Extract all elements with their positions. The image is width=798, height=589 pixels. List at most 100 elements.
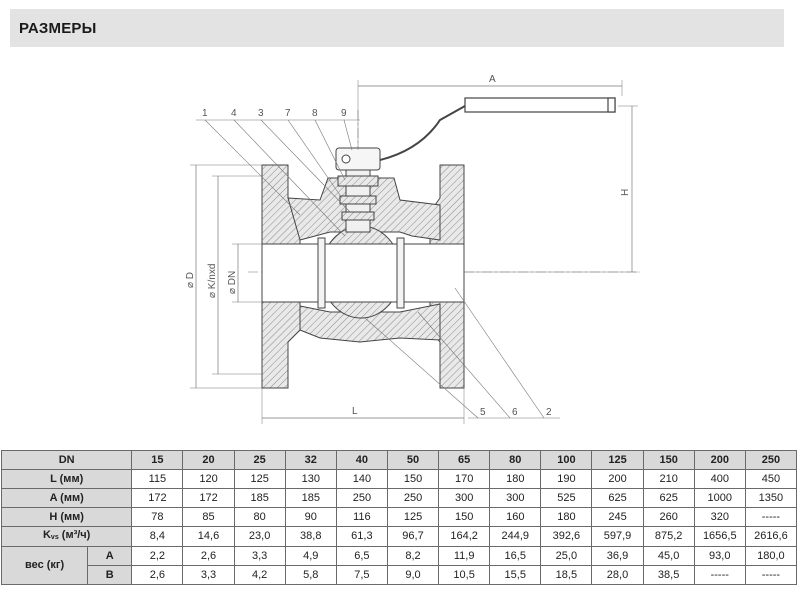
table-cell: 2,6 [182, 546, 235, 566]
dim-dn-label: DN [227, 271, 238, 285]
dn-cell: 125 [591, 450, 644, 470]
table-cell: 185 [233, 488, 286, 508]
table-cell: 125 [233, 469, 286, 489]
valve-drawing: A H L ⌀ D ⌀ K/nxd ⌀ DN 1 4 3 7 8 9 5 6 2 [185, 74, 640, 424]
callout-7: 7 [285, 108, 291, 119]
callout-5: 5 [480, 407, 486, 418]
table-cell: 90 [284, 507, 337, 527]
table-row: вес (кг) A 2,2 2,6 3,3 4,9 6,5 8,2 11,9 … [0, 546, 798, 585]
table-cell: 875,2 [642, 526, 695, 547]
table-cell: 4,2 [233, 565, 286, 585]
table-cell: 6,5 [335, 546, 388, 566]
table-cell: 170 [438, 469, 491, 489]
table-cell: ----- [744, 565, 798, 585]
table-cell: 260 [642, 507, 695, 527]
dn-cell: 200 [693, 450, 746, 470]
table-cell: 115 [131, 469, 184, 489]
table-cell: 130 [284, 469, 337, 489]
table-cell: 150 [438, 507, 491, 527]
weight-label: вес (кг) [0, 546, 89, 585]
table-cell: 625 [591, 488, 644, 508]
dim-a-label: A [489, 74, 496, 85]
table-cell: ----- [693, 565, 746, 585]
svg-text:⌀ K/nxd: ⌀ K/nxd [207, 264, 218, 298]
table-cell: 2,2 [131, 546, 184, 566]
table-cell: 597,9 [591, 526, 644, 547]
dim-h-label: H [620, 189, 631, 196]
row-label: L (мм) [0, 469, 133, 489]
table-cell: 18,5 [540, 565, 593, 585]
callout-1: 1 [202, 108, 208, 119]
dn-cell: 250 [744, 450, 798, 470]
dim-d-label: D [185, 272, 196, 279]
table-cell: 180,0 [744, 546, 798, 566]
dn-cell: 80 [489, 450, 542, 470]
table-cell: 2616,6 [744, 526, 798, 547]
table-cell: ----- [744, 507, 798, 527]
dn-cell: 40 [335, 450, 388, 470]
table-cell: 38,8 [284, 526, 337, 547]
table-cell: 125 [386, 507, 440, 527]
row-label: H (мм) [0, 507, 133, 527]
callout-2: 2 [546, 407, 552, 418]
table-cell: 15,5 [489, 565, 542, 585]
table-cell: 85 [182, 507, 235, 527]
table-cell: 8,2 [386, 546, 440, 566]
table-cell: 525 [540, 488, 593, 508]
dimensions-table: DN 15 20 25 32 40 50 65 80 100 125 150 2… [0, 450, 798, 585]
table-cell: 400 [693, 469, 746, 489]
table-cell: 1350 [744, 488, 798, 508]
dn-cell: 50 [386, 450, 440, 470]
dn-cell: 20 [182, 450, 235, 470]
svg-text:⌀ D: ⌀ D [185, 272, 196, 288]
table-cell: 172 [182, 488, 235, 508]
table-cell: 10,5 [438, 565, 491, 585]
callout-4: 4 [231, 108, 237, 119]
table-row: L (мм) 115 120 125 130 140 150 170 180 1… [0, 469, 798, 489]
table-cell: 450 [744, 469, 798, 489]
table-cell: 3,3 [182, 565, 235, 585]
table-cell: 96,7 [386, 526, 440, 547]
callout-6: 6 [512, 407, 518, 418]
table-cell: 185 [284, 488, 337, 508]
row-label: A (мм) [0, 488, 133, 508]
table-cell: 80 [233, 507, 286, 527]
table-cell: 23,0 [233, 526, 286, 547]
callout-3: 3 [258, 108, 264, 119]
table-cell: 78 [131, 507, 184, 527]
table-cell: 1656,5 [693, 526, 746, 547]
table-cell: 16,5 [489, 546, 542, 566]
table-cell: 392,6 [540, 526, 593, 547]
table-cell: 8,4 [131, 526, 184, 547]
table-cell: 7,5 [335, 565, 388, 585]
table-cell: 180 [540, 507, 593, 527]
table-cell: 120 [182, 469, 235, 489]
table-row: A (мм) 172 172 185 185 250 250 300 300 5… [0, 488, 798, 508]
section-title: РАЗМЕРЫ [19, 20, 97, 37]
table-header-row: DN 15 20 25 32 40 50 65 80 100 125 150 2… [0, 450, 798, 470]
table-cell: 61,3 [335, 526, 388, 547]
table-cell: 300 [489, 488, 542, 508]
handle-lever [379, 105, 466, 161]
table-cell: 250 [335, 488, 388, 508]
row-label-kvs: Kvs (м³/ч) [0, 526, 133, 547]
table-cell: 25,0 [540, 546, 593, 566]
table-cell: 11,9 [438, 546, 491, 566]
table-cell: 160 [489, 507, 542, 527]
table-cell: 210 [642, 469, 695, 489]
table-cell: 14,6 [182, 526, 235, 547]
table-cell: 4,9 [284, 546, 337, 566]
section-header: РАЗМЕРЫ [10, 9, 784, 47]
table-cell: 250 [386, 488, 440, 508]
dn-cell: 150 [642, 450, 695, 470]
table-cell: 150 [386, 469, 440, 489]
seat-right [396, 237, 405, 309]
dn-cell: 15 [131, 450, 184, 470]
table-row: Kvs (м³/ч) 8,4 14,6 23,0 38,8 61,3 96,7 … [0, 526, 798, 547]
table-cell: 5,8 [284, 565, 337, 585]
svg-text:⌀ DN: ⌀ DN [227, 271, 238, 294]
callout-8: 8 [312, 108, 318, 119]
table-cell: 180 [489, 469, 542, 489]
table-cell: 245 [591, 507, 644, 527]
table-cell: 190 [540, 469, 593, 489]
